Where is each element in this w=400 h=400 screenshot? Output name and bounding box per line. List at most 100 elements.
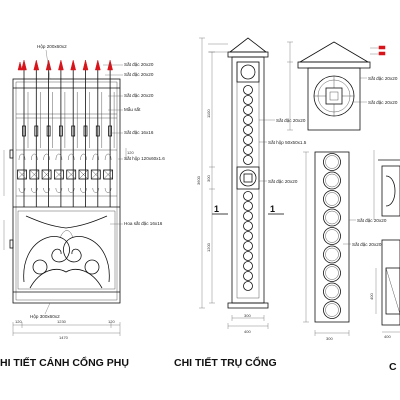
gate-spear-tips	[17, 59, 113, 71]
red-marker-2	[378, 51, 386, 56]
dim-ring-column-w: 300	[326, 336, 333, 341]
gate-rosette	[78, 169, 89, 180]
gate-picket-collar	[95, 125, 100, 137]
ring-column-ring-inner	[325, 284, 339, 299]
scroll-panel	[17, 210, 116, 290]
pillar-ring	[243, 125, 253, 135]
gate-pickets	[22, 70, 115, 207]
gate-picket-collar	[46, 125, 51, 137]
partial-detail-right: 400 400	[369, 150, 400, 339]
scroll-panel-frame	[17, 210, 116, 290]
ring-column-ring	[323, 190, 341, 208]
gate-spear-tip	[94, 59, 101, 71]
partial-arc	[385, 175, 396, 207]
gate-rosette-arch	[43, 153, 50, 161]
title-pillar: CHI TIẾT TRỤ CỔNG	[174, 356, 277, 369]
gate-frame	[12, 78, 121, 304]
gate-rosette-cup	[43, 187, 50, 193]
pillar-ring	[243, 155, 253, 165]
partial-frame	[381, 165, 400, 217]
ring-column-ring-inner	[325, 303, 339, 317]
dim-gate-side: 120	[127, 150, 134, 155]
gate-picket-collar	[83, 125, 88, 137]
gate-rosette	[54, 169, 64, 180]
pillar-ring	[243, 221, 253, 231]
ring-column-ring-inner	[325, 155, 339, 169]
dim-right-w: 400	[384, 334, 391, 339]
gate-rosette-diag	[29, 169, 39, 180]
pillar-label-sat-hop: Sắt hộp 50x50x1.5	[268, 139, 307, 145]
label-hop-bottom: Hộp 300x60x2	[30, 314, 60, 319]
gate-rosette-arch	[31, 153, 38, 161]
gate-rosette	[90, 169, 101, 180]
gate-rosette-diag	[66, 169, 76, 180]
gate-spear-tip	[21, 59, 27, 71]
pillar-emblem-square	[243, 173, 253, 183]
cap-detail	[287, 41, 371, 131]
gate-rosette	[41, 169, 52, 180]
scroll-eye-left	[32, 259, 48, 275]
label-hop-top: Hộp 200x60x2	[37, 44, 67, 49]
label-sat-dac-2: Sắt đặc 20x20	[124, 71, 154, 77]
ring-column: 300 Sắt đặc 20x20 Sắt đặc 20x20	[303, 151, 387, 341]
pillar-annotations: Sắt đặc 20x20 Sắt hộp 50x50x1.5 Sắt đặc …	[259, 117, 307, 184]
gate-spear-tip	[82, 59, 89, 71]
label-hoa-sat: Hoa sắt đặc 16x16	[124, 220, 163, 226]
scroll-crown	[59, 230, 74, 239]
pillar-label-sat-dac-b: Sắt đặc 20x20	[268, 178, 298, 184]
pillar-ring	[243, 105, 253, 115]
cap-detail-eave	[297, 61, 371, 69]
pillar-ring	[243, 241, 253, 251]
gate-rosette-arch	[55, 153, 63, 161]
pillar-cap-pyramid	[228, 37, 268, 53]
gate-rosette-cup	[104, 187, 112, 193]
gate-frame-inner	[15, 81, 118, 301]
pillar-ring	[243, 261, 253, 271]
pillar-emblem-circle	[239, 169, 257, 187]
pillar-ring	[243, 211, 253, 221]
ring-column-rings	[323, 153, 341, 319]
gate-picket-collar	[108, 125, 112, 137]
pillar-ring	[243, 145, 253, 155]
red-markers	[370, 45, 386, 56]
label-sat-dac-3: Sắt đặc 20x20	[124, 92, 154, 98]
gate-rosette	[17, 169, 27, 180]
dim-pillar-seg-b: 1200	[206, 242, 211, 252]
gate-rosette-diag	[41, 169, 52, 180]
pillar-emblem-frame	[236, 166, 260, 190]
title-cut-right: C	[389, 361, 397, 373]
pillar-ring	[243, 191, 253, 201]
pillar-top-circle	[240, 64, 256, 80]
gate-picket-collar	[34, 125, 39, 137]
gate-rosette-diag	[17, 169, 27, 180]
gate-rosette	[29, 169, 40, 180]
ring-column-ring	[323, 282, 341, 301]
gate-rosette-cup	[31, 187, 38, 193]
gate-rosette-diag	[103, 169, 113, 180]
dim-pillar-seg-c: 300	[206, 175, 211, 182]
gate-rosette-arch	[104, 153, 112, 161]
section-mark-left: 1	[214, 204, 219, 214]
gate-picket-collar	[59, 125, 63, 137]
pillar-ring	[243, 281, 253, 291]
dim-gate-right: 120	[108, 319, 115, 324]
cap-detail-center-inner	[329, 91, 339, 101]
pillar-top-emblem	[236, 61, 260, 83]
label-mau-sat: Mẫu sắt	[124, 106, 141, 112]
section-mark-right: 1	[270, 204, 275, 214]
hinge-upper	[9, 149, 14, 159]
gate-rosette-arch	[68, 153, 75, 161]
section-cut-1: 1 1	[212, 204, 284, 215]
gate-rosette-arch	[80, 153, 87, 161]
scroll-bottom-arc	[29, 269, 103, 289]
cap-label-b: Sắt đặc 20x20	[368, 99, 398, 105]
gate-rosette-diag	[78, 169, 89, 180]
dim-gate-inner: 1230	[57, 319, 67, 324]
ring-column-ring	[323, 264, 341, 282]
label-sat-dac-4: Sắt đặc 16x16	[124, 129, 154, 135]
cap-detail-center	[325, 87, 343, 105]
cap-detail-body	[307, 67, 361, 131]
scroll-right	[63, 236, 110, 283]
pillar-label-sat-dac-a: Sắt đặc 20x20	[276, 117, 306, 123]
